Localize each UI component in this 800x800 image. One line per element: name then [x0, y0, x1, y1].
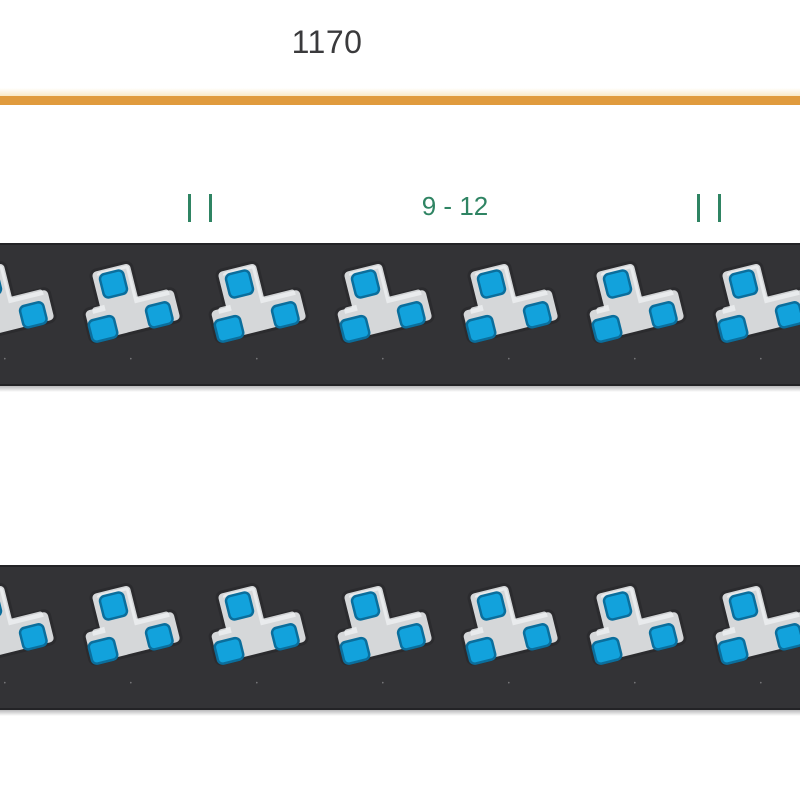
tee-connector-icon — [0, 570, 67, 693]
tee-fitting-caption: • — [3, 681, 7, 687]
tee-fitting-caption: • — [255, 681, 259, 687]
tick-mark-icon — [209, 194, 212, 222]
tee-connector-icon — [443, 248, 570, 371]
tee-connector-icon — [65, 248, 192, 371]
tee-fitting-caption: • — [255, 357, 259, 363]
tee-connector-icon — [695, 248, 800, 371]
tee-fitting-item[interactable]: • — [68, 245, 194, 384]
dimension-label: 1170 — [291, 24, 363, 60]
tee-fitting-item[interactable]: • — [572, 567, 698, 708]
tee-fitting-item[interactable]: • — [698, 245, 800, 384]
tee-fitting-caption: • — [3, 357, 7, 363]
tick-mark-icon — [697, 194, 700, 222]
tee-fitting-caption: • — [633, 681, 637, 687]
tee-fitting-caption: • — [129, 681, 133, 687]
orange-rule-glow — [0, 88, 800, 96]
tee-fitting-item[interactable]: • — [320, 567, 446, 708]
tee-connector-icon — [317, 248, 444, 371]
tee-connector-icon — [191, 248, 318, 371]
tee-fitting-item[interactable]: • — [446, 245, 572, 384]
tee-fitting-caption: • — [507, 357, 511, 363]
tick-mark-icon — [718, 194, 721, 222]
tee-connector-icon — [569, 248, 696, 371]
tee-fitting-item[interactable]: • — [0, 245, 68, 384]
tee-fitting-caption: • — [381, 681, 385, 687]
tee-fitting-caption: • — [129, 357, 133, 363]
tee-fitting-strip-bottom: • • • • — [0, 565, 800, 710]
tee-fitting-item[interactable]: • — [68, 567, 194, 708]
tick-mark-icon — [188, 194, 191, 222]
tee-fitting-item[interactable]: • — [320, 245, 446, 384]
tee-fitting-caption: • — [759, 681, 763, 687]
tee-fitting-item[interactable]: • — [0, 567, 68, 708]
tee-fitting-strip-top: • • • • — [0, 243, 800, 386]
tee-connector-icon — [695, 570, 800, 693]
tee-fitting-item[interactable]: • — [446, 567, 572, 708]
range-label: 9 - 12 — [421, 191, 489, 221]
tee-connector-icon — [65, 570, 192, 693]
tee-connector-icon — [0, 248, 67, 371]
tee-fitting-item[interactable]: • — [194, 567, 320, 708]
tee-connector-icon — [191, 570, 318, 693]
tee-fitting-item[interactable]: • — [698, 567, 800, 708]
tee-connector-icon — [569, 570, 696, 693]
tee-connector-icon — [443, 570, 570, 693]
annotation-row: 9 - 12 — [0, 186, 800, 230]
strip-shadow — [0, 386, 800, 392]
tee-fitting-caption: • — [633, 357, 637, 363]
strip-shadow — [0, 710, 800, 716]
tee-fitting-caption: • — [381, 357, 385, 363]
tee-fitting-item[interactable]: • — [194, 245, 320, 384]
tee-fitting-caption: • — [759, 357, 763, 363]
orange-rule — [0, 96, 800, 105]
tee-fitting-item[interactable]: • — [572, 245, 698, 384]
tee-fitting-caption: • — [507, 681, 511, 687]
tee-connector-icon — [317, 570, 444, 693]
